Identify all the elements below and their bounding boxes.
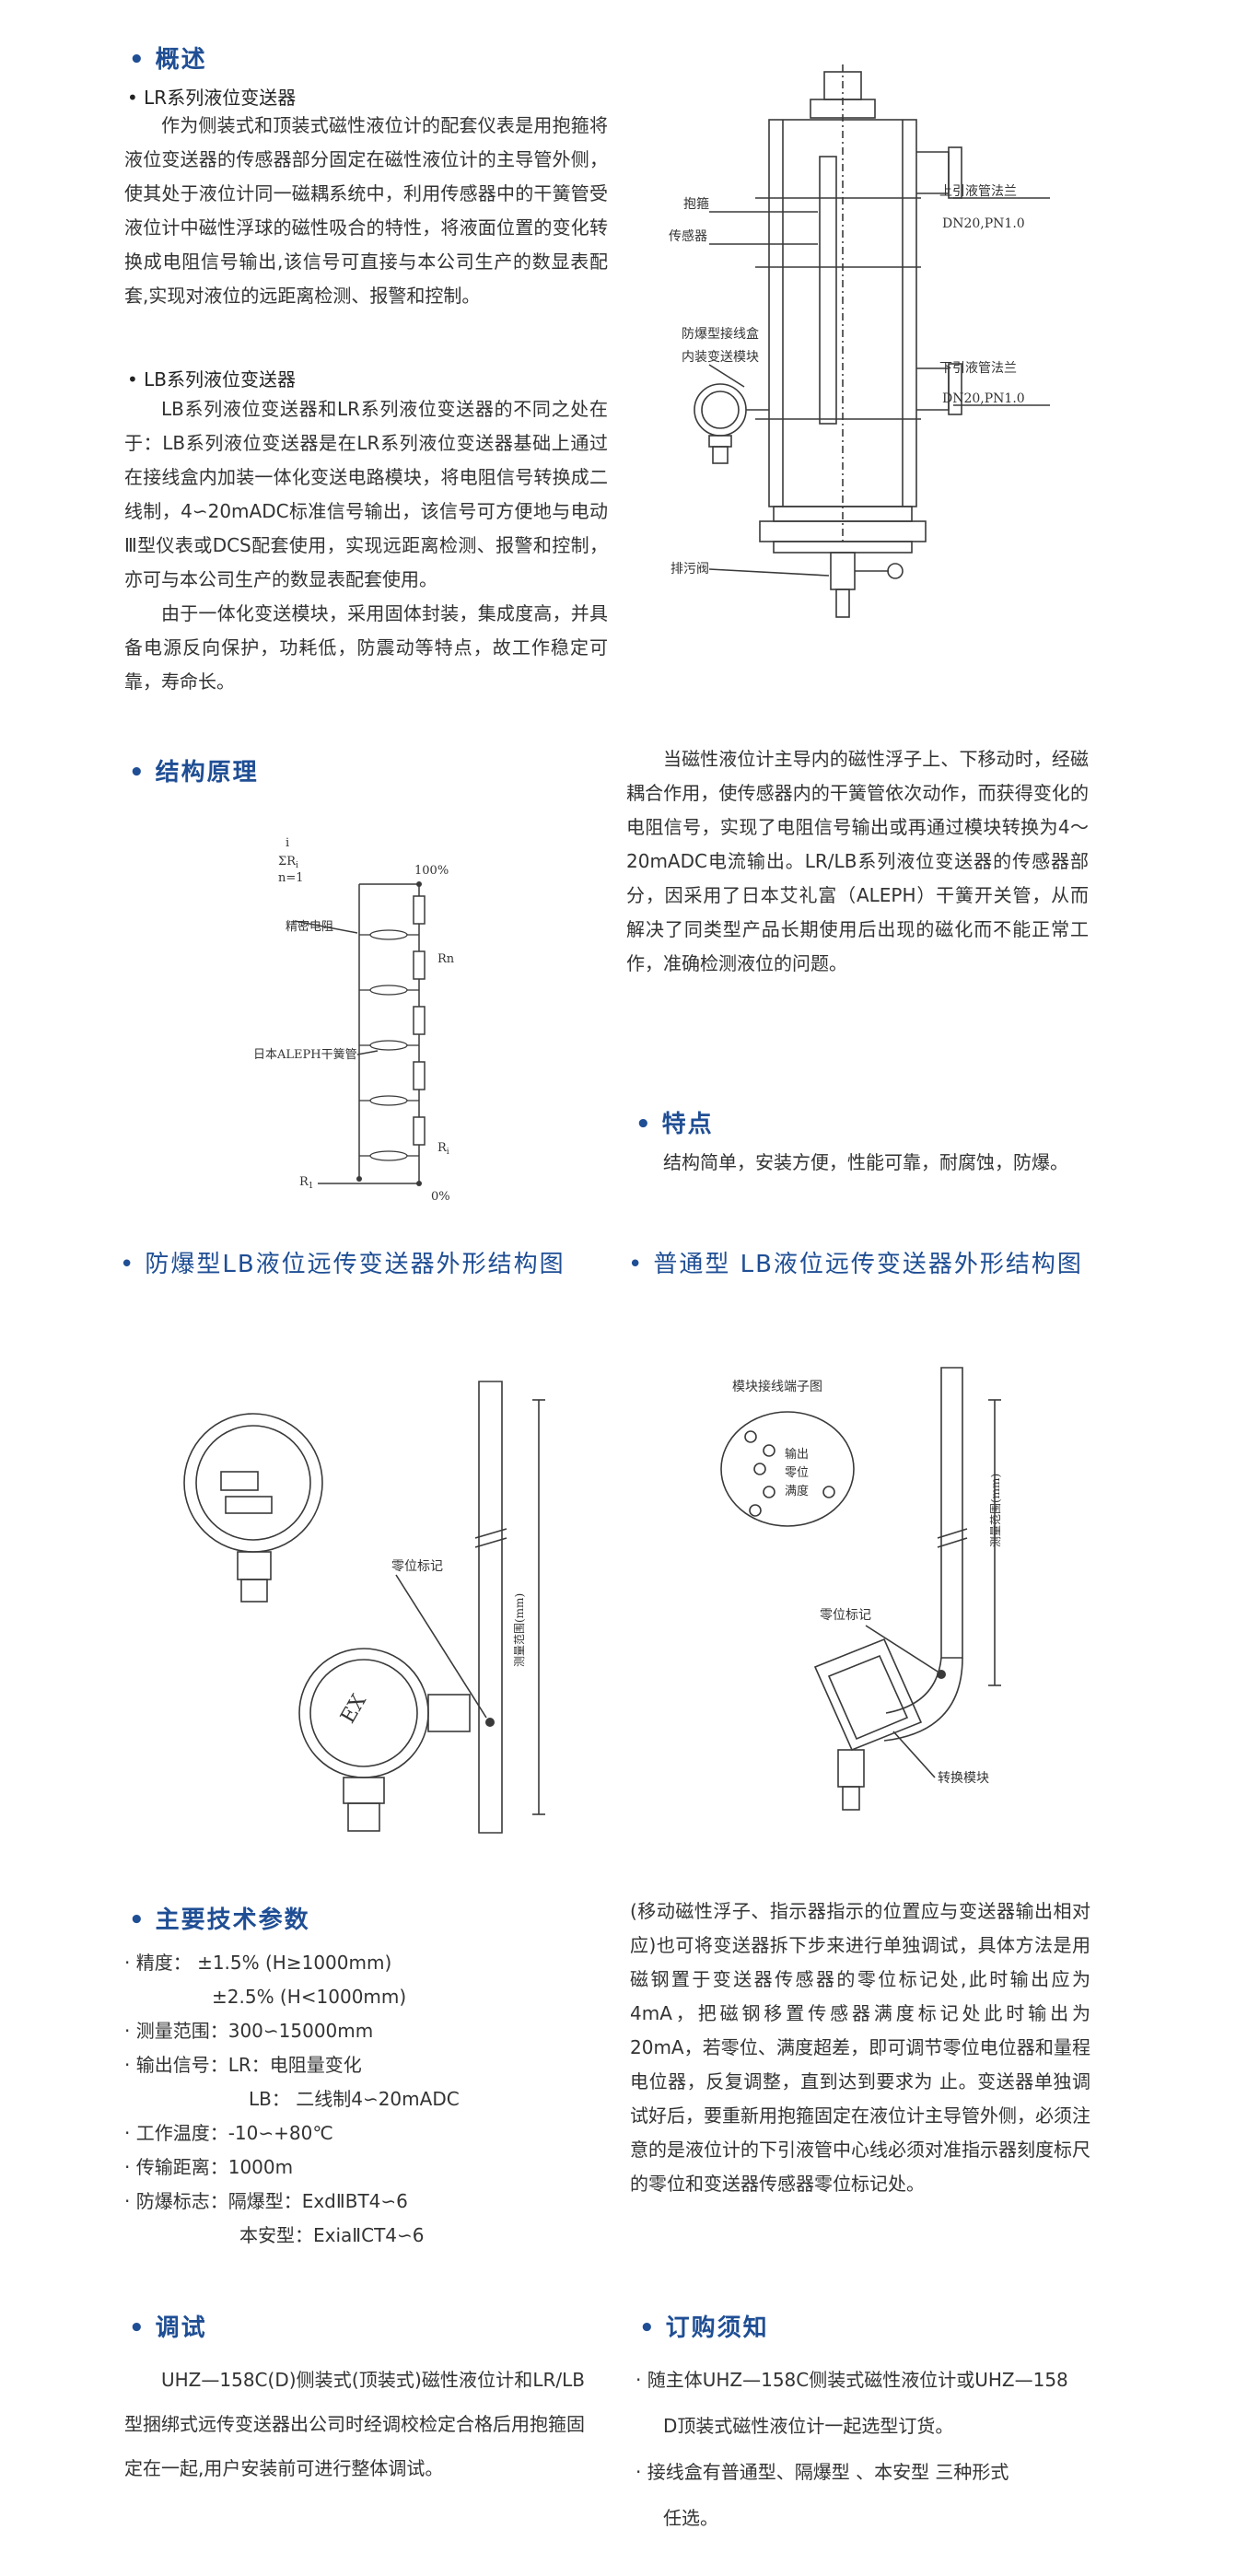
order-item: · 接线盒有普通型、隔爆型 、本安型 三种形式 — [635, 2461, 1009, 2483]
reed-switch — [369, 1150, 408, 1161]
lb-series-title: • LB系列液位变送器 — [127, 368, 297, 390]
circuit-diagram: i ΣRi n=1 100% 精密电阻 Rn 日本ALEPH干簧管 Ri R1 … — [253, 836, 455, 1204]
label-t-output: 输出 — [785, 1447, 809, 1462]
spec-item: · 测量范围：300∽15000mm — [124, 2020, 374, 2042]
label-lower-spec: DN20,PN1.0 — [942, 391, 1025, 406]
reed-switch — [369, 1095, 408, 1106]
label-0: 0% — [431, 1190, 450, 1204]
debug-continued-text: (移动磁性浮子、指示器指示的位置应与变送器输出相对应)也可将变送器拆下步来进行单… — [630, 1900, 1090, 2195]
structure-heading: •结构原理 — [129, 759, 259, 787]
overview-heading: •概述 — [129, 46, 207, 74]
label-module: 转换模块 — [938, 1770, 989, 1786]
resistor — [413, 895, 426, 925]
debug-text: UHZ—158C(D)侧装式(顶装式)磁性液位计和LR/LB型捆绑式远传变送器出… — [124, 2369, 585, 2479]
label-ex-range: 测量范围(mm) — [513, 1593, 526, 1667]
indicator-display — [220, 1471, 259, 1491]
sensor-tube — [478, 1381, 503, 1834]
drain-valve — [830, 552, 856, 590]
resistor — [413, 1061, 426, 1090]
label-t-zero: 零位 — [785, 1466, 809, 1480]
order-item: · 随主体UHZ—158C侧装式磁性液位计或UHZ—158 — [635, 2369, 1068, 2391]
label-ex-module: 内装变送模块 — [682, 350, 759, 365]
order-item: D顶装式磁性液位计一起选型订货。 — [663, 2415, 954, 2437]
spec-item: · 传输距离：1000m — [124, 2156, 294, 2178]
label-normal-zero-mark: 零位标记 — [820, 1608, 871, 1623]
label-rn: Rn — [437, 952, 455, 966]
label-ex-zero-mark: 零位标记 — [391, 1559, 443, 1574]
lr-description: 作为侧装式和顶装式磁性液位计的配套仪表是用抱箍将液位变送器的传感器部分固定在磁性… — [124, 114, 608, 307]
reed-switch — [369, 1040, 408, 1051]
spec-item: 本安型：ExiaⅡCT4∽6 — [239, 2224, 425, 2246]
lr-series-title: • LR系列液位变送器 — [127, 87, 297, 109]
normal-transmitter-drawing: 模块接线端子图 输出 零位 满度 零位标记 转换模块 测量范围(mm) — [720, 1367, 1002, 1811]
label-reed-switch: 日本ALEPH干簧管 — [253, 1047, 357, 1062]
debug-heading: •调试 — [129, 2314, 207, 2342]
specs-list: · 精度： ±1.5% (H≥1000mm) ±2.5% (H<1000mm) … — [124, 1946, 460, 2253]
label-drain: 排污阀 — [670, 562, 709, 577]
spec-item: ±2.5% (H<1000mm) — [212, 1986, 407, 2008]
label-sensor: 传感器 — [669, 228, 707, 244]
ex-transmitter-drawing: 零位标记 EX 测量范围(mm) — [183, 1381, 545, 1834]
indicator-head — [183, 1413, 323, 1553]
label-precision-resistor: 精密电阻 — [286, 919, 333, 934]
reed-switch — [369, 985, 408, 996]
order-heading: •订购须知 — [639, 2314, 769, 2342]
label-terminal: 模块接线端子图 — [732, 1379, 822, 1394]
order-list: · 随主体UHZ—158C侧装式磁性液位计或UHZ—158 D顶装式磁性液位计一… — [635, 2357, 1068, 2541]
specs-heading: •主要技术参数 — [129, 1906, 310, 1934]
label-ex-box: 防爆型接线盒 — [682, 326, 759, 342]
formula-i: i — [286, 836, 289, 850]
label-t-full: 满度 — [785, 1484, 809, 1498]
converter-housing — [813, 1638, 923, 1752]
resistor — [413, 950, 426, 980]
label-ri: Ri — [437, 1141, 449, 1157]
label-clamp: 抱箍 — [683, 196, 709, 212]
label-upper-flange: 上引液管法兰 — [939, 184, 1017, 199]
label-ex: EX — [336, 1690, 371, 1727]
spec-item: LB： 二线制4∽20mADC — [249, 2088, 460, 2110]
ex-diagram-heading: •防爆型LB液位远传变送器外形结构图 — [120, 1251, 566, 1278]
spec-item: · 工作温度：-10∽+80℃ — [124, 2122, 333, 2144]
normal-sensor-tube — [940, 1367, 963, 1659]
resistor — [413, 1116, 426, 1146]
spec-item: · 精度： ±1.5% (H≥1000mm) — [124, 1952, 392, 1974]
label-normal-range: 测量范围(mm) — [989, 1474, 1002, 1547]
sensor-strip — [819, 156, 837, 425]
structure-description: 当磁性液位计主导内的磁性浮子上、下移动时，经磁耦合作用，使传感器内的干簧管依次动… — [626, 748, 1089, 974]
spec-item: · 防爆标志：隔爆型：ExdⅡBT4∽6 — [124, 2190, 408, 2212]
formula-n: n=1 — [278, 871, 304, 885]
formula-sum: ΣRi — [278, 855, 298, 870]
label-100: 100% — [414, 864, 449, 878]
label-lower-flange: 下引液管法兰 — [939, 361, 1017, 376]
reed-switch — [369, 929, 408, 940]
normal-diagram-heading: •普通型 LB液位远传变送器外形结构图 — [628, 1251, 1083, 1278]
label-r1: R1 — [299, 1175, 314, 1191]
terminal-block — [720, 1411, 855, 1527]
features-text: 结构简单，安装方便，性能可靠，耐腐蚀，防爆。 — [663, 1151, 1068, 1173]
label-upper-spec: DN20,PN1.0 — [942, 216, 1025, 231]
order-item: 任选。 — [663, 2507, 718, 2529]
features-heading: •特点 — [635, 1111, 714, 1138]
spec-item: · 输出信号：LR：电阻量变化 — [124, 2054, 362, 2076]
install-diagram: 抱箍 传感器 上引液管法兰 DN20,PN1.0 防爆型接线盒 内装变送模块 下… — [669, 64, 1050, 618]
resistor — [413, 1006, 426, 1035]
lb-description: LB系列液位变送器和LR系列液位变送器的不同之处在于：LB系列液位变送器是在LR… — [124, 398, 608, 693]
